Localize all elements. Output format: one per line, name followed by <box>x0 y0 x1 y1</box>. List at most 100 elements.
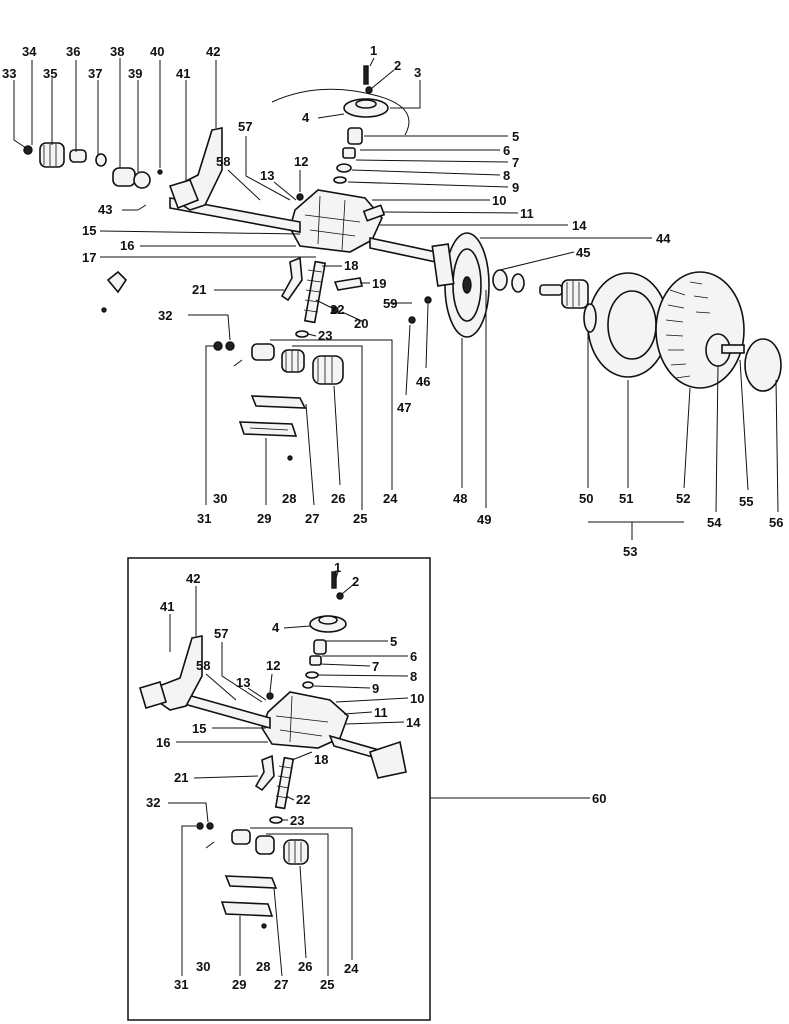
pulley-hub <box>355 99 377 109</box>
leader-58 <box>227 169 261 201</box>
hub-collar <box>112 167 136 187</box>
label-42: 42 <box>206 44 220 59</box>
tire-tread <box>665 281 711 379</box>
label-50: 50 <box>579 491 593 506</box>
inset-assembly <box>127 557 590 1021</box>
label-29: 29 <box>257 511 271 526</box>
wheel-rim-inner <box>607 290 657 360</box>
inset-label-6: 6 <box>410 649 417 664</box>
leader-4 <box>317 113 345 119</box>
upper-assembly <box>23 65 782 461</box>
inset-labels: 1 2 4 5 6 7 8 9 10 11 14 12 13 57 58 41 … <box>146 560 606 992</box>
inset-label-24: 24 <box>344 961 359 976</box>
label-11: 11 <box>520 206 534 221</box>
label-16: 16 <box>120 238 134 253</box>
hub-bushing <box>69 149 87 163</box>
inset-leader-10 <box>335 697 409 703</box>
label-22: 22 <box>330 302 344 317</box>
spur-gear-large-teeth <box>317 356 333 384</box>
inset-shift-thread <box>275 765 292 799</box>
label-25: 25 <box>353 511 367 526</box>
label-32: 32 <box>158 308 172 323</box>
inset-label-32: 32 <box>146 795 160 810</box>
inset-spur-large <box>283 839 309 865</box>
label-51: 51 <box>619 491 633 506</box>
label-1: 1 <box>370 43 377 58</box>
leader-22 <box>315 299 337 311</box>
label-58: 58 <box>216 154 230 169</box>
inset-spur-teeth <box>288 841 302 863</box>
inset-washer <box>336 592 344 600</box>
label-41: 41 <box>176 66 190 81</box>
leader-15 <box>99 230 301 235</box>
inset-label-28: 28 <box>256 959 270 974</box>
hub-washer <box>133 171 151 189</box>
leader-20 <box>341 311 365 323</box>
inset-leader-22 <box>285 795 295 801</box>
washer-23 <box>295 330 309 338</box>
inset-leader-27 <box>273 887 283 977</box>
inset-leader-25 <box>266 833 329 976</box>
inset-label-27: 27 <box>274 977 288 992</box>
label-12: 12 <box>294 154 308 169</box>
inset-frame <box>127 557 431 1021</box>
label-39: 39 <box>128 66 142 81</box>
label-44: 44 <box>656 231 671 246</box>
leader-54 <box>715 365 719 513</box>
hub-gear-right-teeth <box>566 281 580 307</box>
label-53: 53 <box>623 544 637 559</box>
hub-ring <box>95 153 107 167</box>
leader-7 <box>355 159 509 163</box>
inset-leader-14 <box>345 721 405 725</box>
inset-label-57: 57 <box>214 626 228 641</box>
inset-label-13: 13 <box>236 675 250 690</box>
label-40: 40 <box>150 44 164 59</box>
inset-label-18: 18 <box>314 752 328 767</box>
label-18: 18 <box>344 258 358 273</box>
inset-gear-bushing <box>231 829 251 845</box>
inset-leader-1 <box>335 571 339 579</box>
label-9: 9 <box>512 180 519 195</box>
leader-52 <box>683 387 691 489</box>
inset-leader-4 <box>283 625 311 629</box>
wheel-bearing <box>583 303 597 333</box>
inset-spur-small <box>255 835 275 855</box>
inset-leader-8 <box>317 674 409 677</box>
inset-ball-31 <box>196 822 204 830</box>
inset-lever-foot <box>139 681 167 709</box>
label-54: 54 <box>707 515 722 530</box>
label-2: 2 <box>394 58 401 73</box>
input-spacer <box>342 147 356 159</box>
tire <box>655 271 745 389</box>
leader-47 <box>405 324 411 396</box>
shift-shaft <box>303 260 327 324</box>
spur-gear-large <box>312 355 344 385</box>
spur-gear-small-teeth <box>285 350 299 372</box>
label-59: 59 <box>383 296 397 311</box>
inset-seal <box>305 671 319 679</box>
inset-spacer <box>309 655 322 666</box>
detent-spring <box>333 277 363 291</box>
leader-31 <box>205 345 216 505</box>
label-6: 6 <box>503 143 510 158</box>
leader-33 <box>13 80 27 149</box>
inset-leader-13 <box>247 687 267 701</box>
input-ring <box>333 176 347 184</box>
inset-label-8: 8 <box>410 669 417 684</box>
label-35: 35 <box>43 66 57 81</box>
inset-leader-18 <box>291 751 313 761</box>
leader-13 <box>273 181 297 201</box>
leader-27 <box>305 403 315 506</box>
label-34: 34 <box>22 44 37 59</box>
inset-flange <box>369 740 407 779</box>
hub-clip <box>137 204 147 211</box>
inset-washer-23 <box>269 816 283 824</box>
inset-leader-21 <box>193 775 259 779</box>
label-38: 38 <box>110 44 124 59</box>
label-21: 21 <box>192 282 206 297</box>
inset-fork <box>254 754 275 792</box>
inset-label-4: 4 <box>272 620 280 635</box>
label-10: 10 <box>492 193 506 208</box>
inset-leader-11 <box>343 711 373 715</box>
